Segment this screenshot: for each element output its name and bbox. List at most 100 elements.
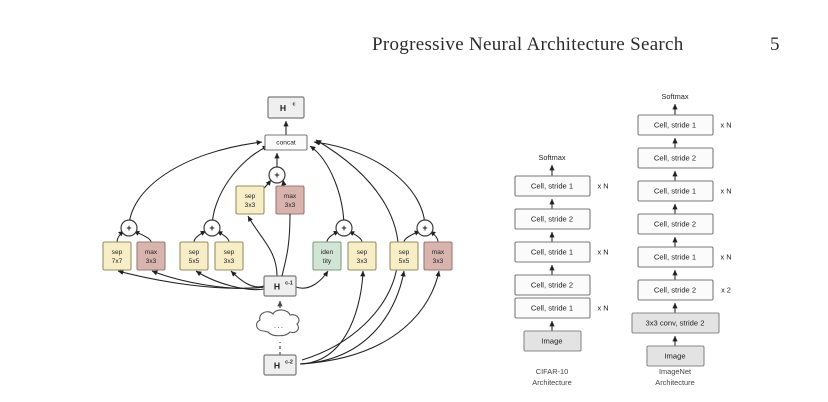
cifar-row-4-multiplier: x N xyxy=(597,303,608,312)
output-state-label: H xyxy=(280,103,286,113)
cifar-row-4-label: Cell, stride 1 xyxy=(531,304,573,313)
cifar-caption-line2: Architecture xyxy=(532,378,571,387)
block-2-right-op-line1: sep xyxy=(224,249,235,256)
output-state-node[interactable]: H c xyxy=(267,96,305,119)
block-5-left-op-line1: sep xyxy=(399,249,410,256)
block-1-left-op-line1: sep xyxy=(112,249,123,256)
block-3-add-symbol: + xyxy=(274,170,279,180)
block-2-right-op[interactable]: sep 3x3 xyxy=(214,241,244,271)
concat-label: concat xyxy=(276,140,296,147)
cifar-row-2-multiplier: x N xyxy=(597,247,608,256)
output-state-superscript: c xyxy=(293,101,296,107)
prev-state-2-superscript: c-2 xyxy=(285,359,293,365)
block-3-right-op-line2: 3x3 xyxy=(285,202,296,209)
imagenet-row-7-label: Image xyxy=(664,352,685,361)
block-5-add-symbol: + xyxy=(422,223,427,233)
imagenet-row-5-multiplier: x 2 xyxy=(721,285,731,294)
cifar-row-0-label: Cell, stride 1 xyxy=(531,182,573,191)
block-1-add-symbol: + xyxy=(126,223,131,233)
block-3-left-op[interactable]: sep 3x3 xyxy=(235,185,265,215)
block-3-right-op[interactable]: max 3x3 xyxy=(275,185,305,215)
prev-state-1-label: H xyxy=(274,281,280,291)
imagenet-row-4-multiplier: x N xyxy=(720,252,731,261)
page-title: Progressive Neural Architecture Search xyxy=(372,34,684,55)
block-4-right-op-line2: 3x3 xyxy=(357,258,368,265)
cifar-row-3-label: Cell, stride 2 xyxy=(531,281,573,290)
imagenet-row-0-label: Cell, stride 1 xyxy=(654,121,696,130)
cifar-row-0-multiplier: x N xyxy=(597,181,608,190)
block-4-left-op[interactable]: iden tity xyxy=(312,241,342,271)
block-2-left-op[interactable]: sep 5x5 xyxy=(179,241,209,271)
cifar-row-2-label: Cell, stride 1 xyxy=(531,248,573,257)
imagenet-row-7[interactable]: Image xyxy=(646,345,705,367)
block-1-left-op[interactable]: sep 7x7 xyxy=(102,241,132,271)
prev-state-2-label: H xyxy=(274,360,280,370)
block-3-right-op-line1: max xyxy=(284,193,297,200)
block-5-right-op-line1: max xyxy=(432,249,445,256)
imagenet-row-2-label: Cell, stride 1 xyxy=(654,187,696,196)
imagenet-row-3[interactable]: Cell, stride 2 xyxy=(637,213,714,235)
imagenet-row-3-label: Cell, stride 2 xyxy=(654,220,696,229)
block-5: + sep 5x5 max 3x3 xyxy=(389,219,453,271)
imagenet-row-2-multiplier: x N xyxy=(720,186,731,195)
block-4: + iden tity sep 3x3 xyxy=(312,219,377,271)
cifar-softmax-label: Softmax xyxy=(538,153,565,162)
cell-diagram: ... H c concat H c-1 xyxy=(102,96,453,376)
block-1-left-op-line2: 7x7 xyxy=(112,258,123,265)
block-5-right-op[interactable]: max 3x3 xyxy=(423,241,453,271)
imagenet-row-1-label: Cell, stride 2 xyxy=(654,154,696,163)
cifar-architecture: Softmax Cell, stride 1 x N Cell, stride … xyxy=(514,153,609,387)
imagenet-row-1[interactable]: Cell, stride 2 xyxy=(637,147,714,169)
block-2-add-symbol: + xyxy=(209,223,214,233)
imagenet-row-5-label: Cell, stride 2 xyxy=(654,286,696,295)
prev-state-1-node[interactable]: H c-1 xyxy=(263,275,297,297)
imagenet-row-0[interactable]: Cell, stride 1 x N xyxy=(637,114,732,136)
cifar-caption-line1: CIFAR-10 xyxy=(536,367,568,376)
block-3-left-op-line2: 3x3 xyxy=(245,202,256,209)
cifar-row-2[interactable]: Cell, stride 1 x N xyxy=(514,241,609,263)
imagenet-row-0-multiplier: x N xyxy=(720,120,731,129)
imagenet-row-4[interactable]: Cell, stride 1 x N xyxy=(637,246,732,268)
imagenet-caption-line1: ImageNet xyxy=(659,367,691,376)
block-4-add-symbol: + xyxy=(341,223,346,233)
cifar-row-5-label: Image xyxy=(541,337,562,346)
imagenet-softmax-label: Softmax xyxy=(661,92,688,101)
block-1: + sep 7x7 max 3x3 xyxy=(102,219,166,271)
imagenet-row-4-label: Cell, stride 1 xyxy=(654,253,696,262)
block-5-right-op-line2: 3x3 xyxy=(433,258,444,265)
cifar-row-0[interactable]: Cell, stride 1 x N xyxy=(514,175,609,197)
block-3-left-op-line1: sep xyxy=(245,193,256,200)
cifar-row-4[interactable]: Cell, stride 1 x N xyxy=(514,297,609,319)
imagenet-row-2[interactable]: Cell, stride 1 x N xyxy=(637,180,732,202)
prev-state-1-superscript: c-1 xyxy=(285,280,293,286)
block-2-right-op-line2: 3x3 xyxy=(224,258,235,265)
imagenet-row-5[interactable]: Cell, stride 2 x 2 xyxy=(637,279,731,301)
cifar-row-3[interactable]: Cell, stride 2 xyxy=(514,274,591,296)
block-1-right-op-line1: max xyxy=(145,249,158,256)
cifar-row-1[interactable]: Cell, stride 2 xyxy=(514,208,591,230)
block-5-left-op[interactable]: sep 5x5 xyxy=(389,241,419,271)
block-2-left-op-line1: sep xyxy=(189,249,200,256)
prev-state-2-node[interactable]: H c-2 xyxy=(263,354,297,376)
block-2-left-op-line2: 5x5 xyxy=(189,258,200,265)
block-3: + sep 3x3 max 3x3 xyxy=(235,166,305,277)
block-4-right-op-line1: sep xyxy=(357,249,368,256)
ellipsis-cloud: ... xyxy=(255,309,300,337)
cifar-row-1-label: Cell, stride 2 xyxy=(531,215,573,224)
page-number: 5 xyxy=(770,34,780,55)
block-4-left-op-line1: iden xyxy=(321,249,334,256)
imagenet-row-6[interactable]: 3x3 conv, stride 2 xyxy=(631,312,720,334)
cloud-ellipsis-label: ... xyxy=(274,321,284,330)
block-1-right-op-line2: 3x3 xyxy=(146,258,157,265)
cifar-row-5[interactable]: Image xyxy=(523,330,582,352)
concat-node[interactable]: concat xyxy=(264,134,308,151)
imagenet-architecture: Softmax Cell, stride 1 x N Cell, stride … xyxy=(631,92,732,387)
imagenet-row-6-label: 3x3 conv, stride 2 xyxy=(646,319,705,328)
block-2: + sep 5x5 sep 3x3 xyxy=(179,219,244,271)
block-4-right-op[interactable]: sep 3x3 xyxy=(347,241,377,271)
imagenet-caption-line2: Architecture xyxy=(655,378,694,387)
block-1-right-op[interactable]: max 3x3 xyxy=(136,241,166,271)
block-4-left-op-line2: tity xyxy=(323,258,332,265)
